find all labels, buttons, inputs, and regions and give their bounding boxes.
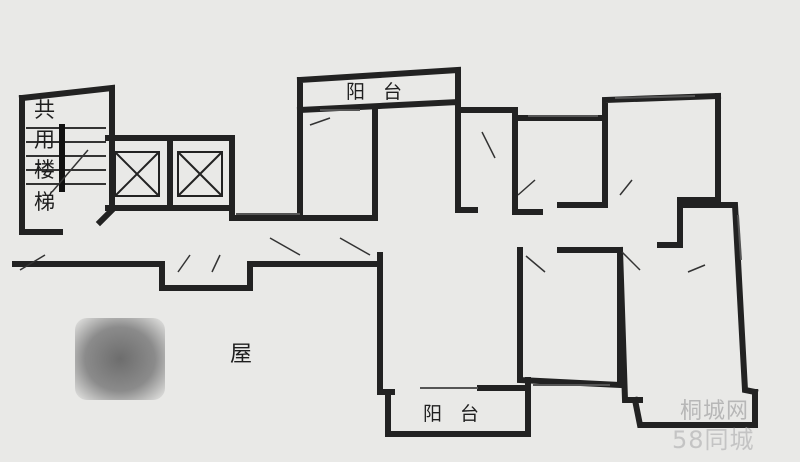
top-balcony-label: 阳 台 (346, 81, 409, 103)
left-room-wall (297, 107, 378, 221)
stair-label-1: 共 (34, 98, 55, 122)
closet-wall (512, 115, 543, 215)
house-label: 屋 (230, 342, 253, 367)
elevators (114, 151, 223, 197)
bedroom-top-right-wall (557, 115, 608, 208)
right-room-wall (657, 93, 721, 248)
watermark-line-2: 58同城 (672, 426, 755, 454)
unit-entry-wall (247, 252, 383, 267)
bottom-balcony-label: 阳 台 (423, 403, 486, 425)
corridor-wall (229, 205, 305, 221)
redacted-area (75, 318, 165, 400)
top-balcony-wall (296, 66, 461, 113)
bottom-right-wall (631, 389, 758, 428)
doors (19, 117, 706, 273)
central-lower-wall (377, 252, 531, 395)
stair-label-2: 用 (34, 128, 55, 152)
unit-top-wall (296, 92, 722, 121)
watermark-line-1: 桐城网 (680, 399, 750, 424)
stair-wall (18, 84, 115, 235)
small-room-wall (455, 107, 478, 213)
walls (12, 66, 759, 437)
right-outer-wall (677, 202, 759, 396)
lower-right-room-wall (616, 246, 643, 403)
stair-treads (26, 124, 106, 193)
corridor-bottom-wall (159, 261, 253, 291)
stair-label-4: 梯 (34, 190, 55, 214)
bottom-balcony-wall (385, 385, 531, 437)
windows (236, 95, 742, 389)
lower-room-wall (517, 247, 623, 389)
stair-label-3: 楼 (34, 158, 55, 182)
